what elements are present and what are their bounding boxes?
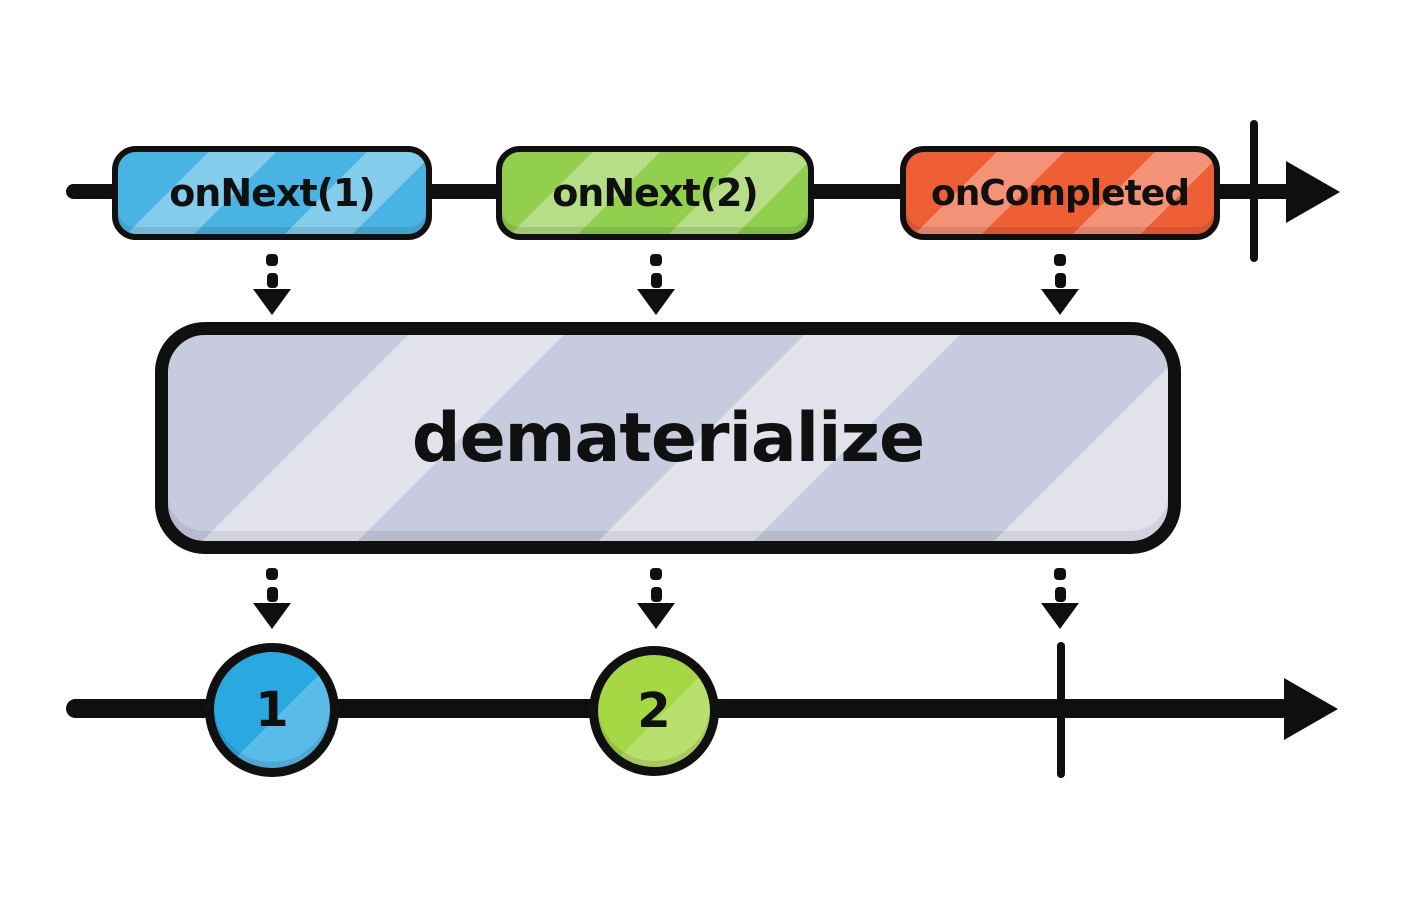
flow-arrow-dash [650,587,662,602]
flow-arrow-dot [650,254,662,266]
flow-arrow-icon [636,254,676,315]
flow-arrow-dash [266,273,278,288]
flow-arrow-dot [650,568,662,580]
marble-1: 1 [205,643,339,777]
flow-arrow-dash [1054,587,1066,602]
flow-arrow-head [637,603,675,629]
flow-arrow-icon [1040,568,1080,629]
flow-arrow-icon [252,568,292,629]
event-box-oncompleted: onCompleted [900,146,1220,240]
flow-arrow-icon [252,254,292,315]
flow-arrow-dash [650,273,662,288]
event-box-label: onNext(2) [552,171,759,215]
output-timeline-arrowhead-icon [1284,678,1338,740]
flow-arrow-dash [266,587,278,602]
flow-arrow-icon [1040,254,1080,315]
marble-2: 2 [589,646,719,776]
flow-arrow-head [637,289,675,315]
operator-name: dematerialize [411,398,925,478]
flow-arrow-head [253,603,291,629]
flow-arrow-dot [1054,568,1066,580]
flow-arrow-dot [1054,254,1066,266]
marble-label: 1 [255,682,289,738]
source-complete-tick [1250,120,1258,262]
event-box-onnext-1: onNext(1) [112,146,432,240]
event-box-label: onNext(1) [169,171,376,215]
flow-arrow-head [253,289,291,315]
flow-arrow-dash [1054,273,1066,288]
output-complete-tick [1057,642,1065,778]
flow-arrow-dot [266,568,278,580]
operator-box: dematerialize [155,322,1181,554]
flow-arrow-icon [636,568,676,629]
flow-arrow-head [1041,289,1079,315]
flow-arrow-dot [266,254,278,266]
source-timeline-arrowhead-icon [1286,161,1340,223]
marble-label: 2 [637,683,671,739]
flow-arrow-head [1041,603,1079,629]
event-box-label: onCompleted [931,172,1190,214]
event-box-onnext-2: onNext(2) [496,146,814,240]
